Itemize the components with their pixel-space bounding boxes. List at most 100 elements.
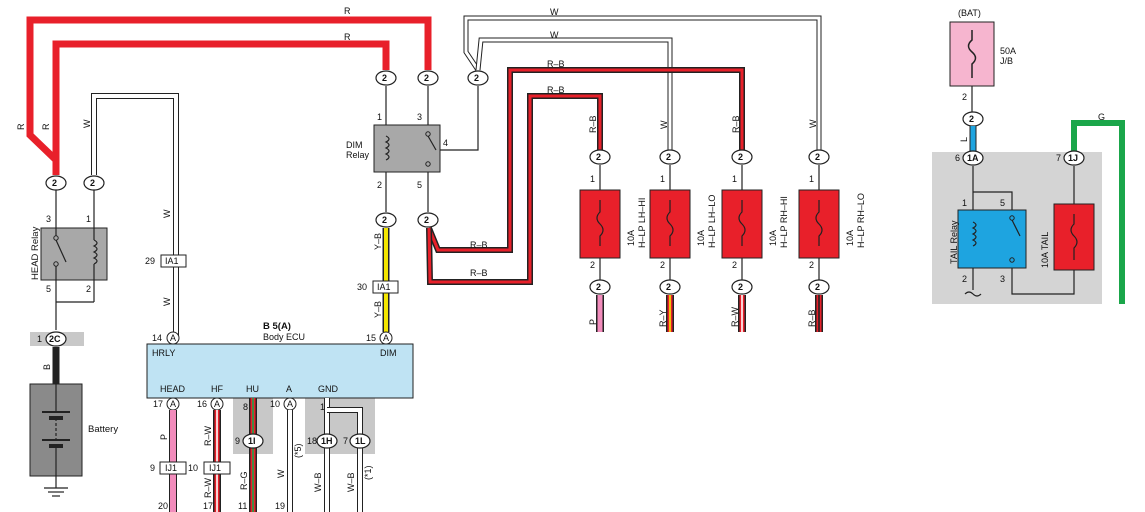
ecu-pin-8: 8 <box>243 402 248 412</box>
battery-label: Battery <box>88 424 118 435</box>
fuse-rh-hi-pin1: 1 <box>732 174 737 184</box>
connector-1h: 1H <box>316 433 338 449</box>
wire-label-rb-h2: R–B <box>470 268 488 278</box>
wire-label-r-top: R <box>344 6 351 16</box>
connector-1j: 1J <box>1063 150 1085 166</box>
svg-text:IA1: IA1 <box>377 282 391 292</box>
tail-fuse-label: 10A TAIL <box>1040 232 1050 268</box>
ecu-terminal-dim: DIM <box>380 348 397 358</box>
out-label-p: P <box>588 319 598 325</box>
svg-text:1L: 1L <box>355 436 366 446</box>
connector-2-e: 2 <box>467 70 489 86</box>
connector-ia1-right-pin: 30 <box>357 282 367 292</box>
ecu-terminal-a: A <box>286 384 292 394</box>
connector-2-h: 2 <box>589 149 611 165</box>
wire-label-w-1: W <box>550 7 559 17</box>
dim-relay <box>373 124 441 173</box>
ecu-label-rg: R–G <box>239 471 249 490</box>
body-ecu <box>146 343 414 399</box>
dim-relay-pin-3: 3 <box>417 112 422 122</box>
wire-label-w-ecu2: W <box>162 297 172 306</box>
connector-2-o: 2 <box>808 279 830 295</box>
svg-text:2: 2 <box>666 152 671 162</box>
tail-relay-label: TAIL Relay <box>949 220 959 264</box>
fuse-rh-hi-label-2: H–LP RH–HI <box>779 196 789 248</box>
head-relay-pin-3: 3 <box>46 214 51 224</box>
bottom-pin-20: 20 <box>158 501 168 511</box>
fuse-lh-lo-label-1: 10A <box>696 230 706 246</box>
fuse-lh-hi-pin2: 2 <box>590 260 595 270</box>
connector-1i-pin: 9 <box>235 436 240 446</box>
ecu-pin-a-16: A <box>210 397 224 411</box>
wire-w-top-group <box>463 15 822 150</box>
ecu-terminal-head: HEAD <box>160 384 186 394</box>
svg-text:2C: 2C <box>49 334 61 344</box>
svg-text:2: 2 <box>666 282 671 292</box>
bat-fuse-pin-2: 2 <box>962 92 967 102</box>
wire-label-rb-lower: R–B <box>547 85 565 95</box>
ecu-pin-a-badges: A A A A A <box>166 331 393 411</box>
connector-ia1-left: IA1 <box>160 254 187 268</box>
connector-2-d: 2 <box>417 70 439 86</box>
svg-text:A: A <box>383 333 389 343</box>
ecu-bottom-wires <box>169 398 363 512</box>
connector-2-a: 2 <box>45 175 67 191</box>
connector-ij1-right: IJ1 <box>203 461 231 475</box>
ecu-pin-a-14: A <box>166 331 180 345</box>
wire-label-w-3: W <box>808 119 818 128</box>
svg-text:A: A <box>287 399 293 409</box>
ecu-terminal-hf: HF <box>211 384 223 394</box>
wire-label-r-left1: R <box>16 123 26 130</box>
wire-w-left <box>91 93 179 340</box>
svg-text:1H: 1H <box>321 436 333 446</box>
out-label-ry: R–Y <box>658 309 668 327</box>
connector-2-m: 2 <box>659 279 681 295</box>
svg-text:A: A <box>170 399 176 409</box>
wire-tail-g <box>1071 120 1125 304</box>
fuse-lh-lo-label-2: H–LP LH–LO <box>707 195 717 248</box>
svg-text:2: 2 <box>52 178 57 188</box>
dim-relay-pin-5: 5 <box>417 180 422 190</box>
wire-label-rb-v1: R–B <box>588 115 598 133</box>
connector-2-k: 2 <box>808 149 830 165</box>
connector-ia1-left-pin: 29 <box>145 256 155 266</box>
ecu-pin-1: 1 <box>320 402 325 412</box>
connector-2-l: 2 <box>589 279 611 295</box>
svg-text:1A: 1A <box>967 153 979 163</box>
head-relay-pin-1: 1 <box>86 214 91 224</box>
connector-2-f: 2 <box>375 212 397 228</box>
svg-text:2: 2 <box>596 152 601 162</box>
dim-relay-label-1: DIM <box>346 140 363 150</box>
wire-label-rb-upper: R–B <box>547 59 565 69</box>
ecu-pin-16: 16 <box>197 399 207 409</box>
fuse-lh-lo-pin1: 1 <box>660 174 665 184</box>
connector-2c-pin: 1 <box>37 334 42 344</box>
tail-relay-pin-1: 1 <box>962 198 967 208</box>
ecu-note-5: (*5) <box>293 443 303 458</box>
wire-label-r-inner: R <box>344 32 351 42</box>
wire-r-inner <box>52 40 390 175</box>
ecu-label-w: W <box>276 469 286 478</box>
ecu-pin-a-15: A <box>379 331 393 345</box>
fuse-lh-hi-label-2: H–LP LH–HI <box>637 198 647 248</box>
tail-relay-pin-3: 3 <box>1000 274 1005 284</box>
bottom-pin-11: 11 <box>238 501 247 511</box>
ecu-terminal-gnd: GND <box>318 384 339 394</box>
connector-1i: 1I <box>242 433 264 449</box>
svg-text:1J: 1J <box>1068 153 1078 163</box>
battery-wire-label: B <box>42 364 52 370</box>
out-label-rw: R–W <box>730 306 740 327</box>
out-label-rb: R–B <box>807 309 817 327</box>
connector-2-bat: 2 <box>962 111 984 127</box>
ecu-label-wb1: W–B <box>313 472 323 492</box>
dim-relay-label-2: Relay <box>346 150 370 160</box>
ecu-pin-10: 10 <box>270 399 280 409</box>
svg-text:2: 2 <box>382 215 387 225</box>
ecu-pin-a-10: A <box>283 397 297 411</box>
fuse-lh-hi <box>579 165 621 280</box>
head-relay-pin-2: 2 <box>86 284 91 294</box>
wire-label-w-fuse-lo: W <box>659 120 669 129</box>
connector-1a: 1A <box>962 150 984 166</box>
ecu-pin-15: 15 <box>366 333 376 343</box>
